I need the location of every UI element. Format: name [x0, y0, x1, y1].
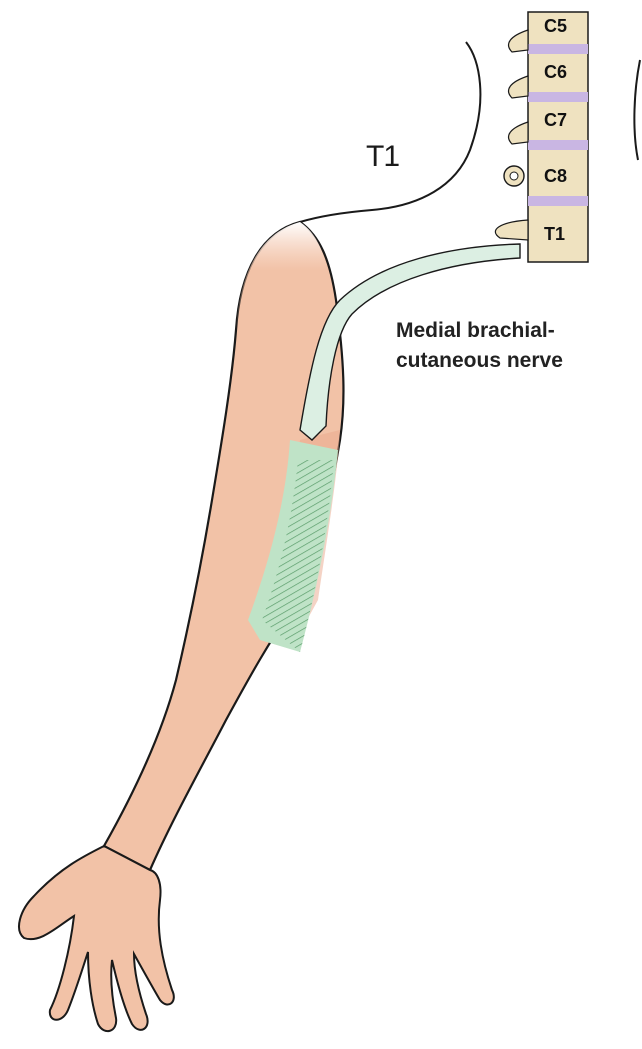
- vertebra-label-c8: C8: [544, 166, 567, 187]
- spine: [495, 12, 588, 262]
- neck-outline: [300, 42, 480, 222]
- vertebra-label-c5: C5: [544, 16, 567, 37]
- hand: [19, 846, 174, 1031]
- vertebra-label-c6: C6: [544, 62, 567, 83]
- nerve-label: Medial brachial- cutaneous nerve: [396, 316, 563, 376]
- vertebra-label-c7: C7: [544, 110, 567, 131]
- vertebra-label-t1: T1: [544, 224, 565, 245]
- nerve-label-line-2: cutaneous nerve: [396, 346, 563, 376]
- nerve-label-line-1: Medial brachial-: [396, 316, 563, 346]
- dermatome-label: T1: [366, 140, 399, 174]
